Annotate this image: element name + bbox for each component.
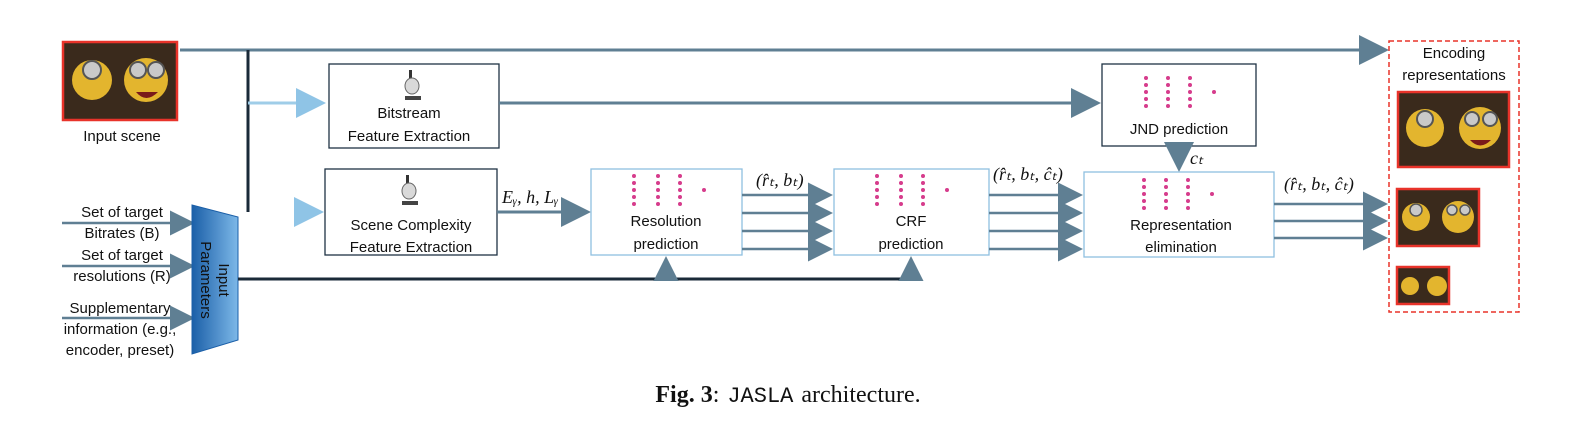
crf-to-elimination-arrows (989, 182, 1083, 262)
features-edge-label: Eᵧ, h, Lᵧ (501, 187, 558, 207)
elimination-label-line1: Representation (1130, 217, 1232, 234)
bitrates-label-line2: Bitrates (B) (84, 225, 159, 242)
microscope-icon (401, 175, 418, 205)
neural-network-icon (1144, 76, 1216, 108)
resolution-out-edge-label: (r̂ₜ, bₜ) (756, 170, 804, 191)
encoding-representations-box (1388, 40, 1520, 313)
output-title-line1: Encoding (1423, 45, 1486, 62)
output-representation-large (1396, 90, 1511, 169)
resolution-to-crf-arrows (742, 182, 833, 262)
neural-network-icon (875, 174, 949, 206)
resolution-label-line1: Resolution (631, 213, 702, 230)
output-title-line2: representations (1402, 67, 1505, 84)
output-representation-small (1395, 265, 1451, 306)
supplementary-label-line1: Supplementary (70, 300, 171, 317)
resolutions-label-line1: Set of target (81, 247, 164, 264)
elimination-label-line2: elimination (1145, 239, 1217, 256)
bitrates-label-line1: Set of target (81, 204, 164, 221)
neural-network-icon (632, 174, 706, 206)
output-representation-medium (1395, 187, 1481, 248)
final-out-edge-label: (r̂ₜ, bₜ, ĉₜ) (1284, 174, 1354, 195)
input-scene-label: Input scene (83, 128, 161, 145)
bitstream-label-line2: Feature Extraction (348, 128, 471, 145)
bitstream-label-line1: Bitstream (377, 105, 440, 122)
supplementary-label-line2: information (e.g., (64, 321, 177, 338)
crf-label-line1: CRF (896, 213, 927, 230)
input-parameters-block (191, 204, 239, 355)
jnd-prediction-box (1101, 63, 1257, 147)
neural-network-icon (1142, 178, 1214, 210)
resolutions-label-line2: resolutions (R) (73, 268, 171, 285)
input-scene-thumbnail (61, 40, 179, 122)
svg-text:Parameters: Parameters (197, 241, 214, 319)
resolution-label-line2: prediction (633, 236, 698, 253)
complexity-label-line2: Feature Extraction (350, 239, 473, 256)
crf-out-edge-label: (r̂ₜ, bₜ, ĉₜ) (993, 164, 1063, 185)
microscope-icon (404, 70, 421, 100)
crf-label-line2: prediction (878, 236, 943, 253)
input-parameters-label: Input Parameters (197, 241, 232, 319)
resolution-prediction-box (590, 168, 743, 256)
svg-text:Input: Input (215, 263, 232, 297)
supplementary-label-line3: encoder, preset) (66, 342, 174, 359)
complexity-label-line1: Scene Complexity (351, 217, 472, 234)
elimination-to-output-arrows (1274, 191, 1388, 251)
jnd-label: JND prediction (1130, 121, 1228, 138)
representation-elimination-box (1083, 171, 1275, 258)
jnd-out-edge-label: cₜ (1190, 148, 1204, 168)
